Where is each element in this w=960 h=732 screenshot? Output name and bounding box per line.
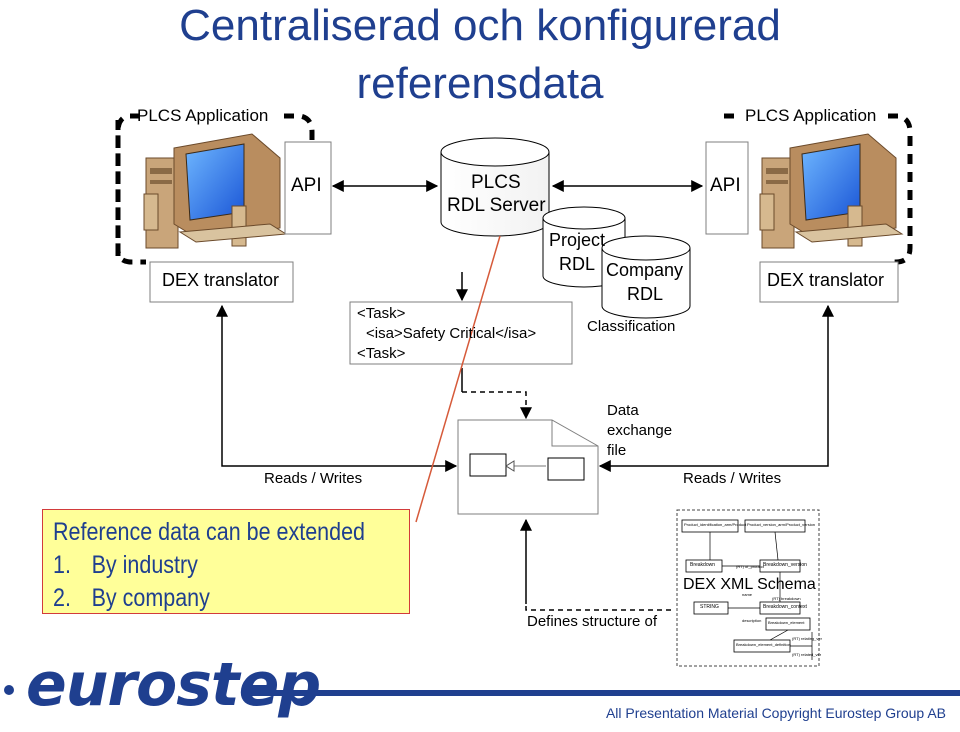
computer-icon	[143, 133, 288, 249]
database-cylinder-icon	[440, 137, 550, 237]
schema-node-4: Breakdown_version	[763, 562, 807, 568]
schema-small-label-6: (RT) related_ver	[792, 652, 822, 657]
schema-node-6: Breakdown_context	[763, 604, 807, 610]
left-api-box	[284, 141, 332, 235]
note-item-1: By industry	[91, 551, 198, 579]
right-reads-writes-label: Reads / Writes	[683, 470, 782, 487]
task-line-2: <isa>Safety Critical</isa>	[366, 325, 537, 342]
schema-diagram	[676, 509, 820, 667]
note-line-3: 2. By company	[53, 582, 351, 615]
right-api-box	[705, 141, 749, 235]
schema-title: DEX XML Schema	[683, 576, 816, 593]
note-line-2: 1. By industry	[53, 549, 351, 582]
left-api-label: API	[291, 175, 322, 196]
server-label-2: RDL Server	[447, 195, 546, 216]
data-exchange-label-3: file	[607, 442, 627, 459]
title-line-2: referensdata	[356, 59, 604, 108]
right-api-label: API	[710, 175, 741, 196]
right-app-bracket	[718, 113, 913, 265]
left-reads-writes-label: Reads / Writes	[264, 470, 363, 487]
schema-small-label-3: description	[742, 618, 762, 623]
task-line-1: <Task>	[357, 305, 406, 322]
data-exchange-label-1: Data	[607, 402, 639, 419]
schema-node-1: Product_identification_arm/Product	[684, 522, 747, 527]
left-translator-label: DEX translator	[162, 270, 280, 290]
right-translator-box	[759, 261, 899, 303]
schema-node-8: Breakdown_element_definition	[736, 642, 791, 647]
left-translator-box	[149, 261, 294, 303]
copyright-footer: All Presentation Material Copyright Euro…	[605, 705, 946, 721]
left-app-bracket	[115, 113, 315, 265]
task-line-3: <Task>	[357, 345, 406, 362]
right-reads-writes-connector	[598, 304, 834, 472]
schema-small-label-1: (RT) of_product	[736, 564, 764, 569]
company-rdl-label-1: Company	[606, 260, 684, 280]
computer-icon	[759, 133, 904, 249]
schema-node-2: Product_version_arm/Product_version	[747, 522, 816, 527]
schema-node-5: STRING	[700, 604, 719, 610]
note-item-2: By company	[91, 584, 210, 612]
server-label-1: PLCS	[471, 172, 521, 193]
project-rdl-label-1: Project	[549, 230, 606, 250]
data-exchange-label-2: exchange	[607, 422, 673, 439]
red-pointer-line	[415, 235, 501, 523]
note-number-1: 1.	[53, 551, 71, 579]
schema-small-label-4: (RT) breakdown	[772, 596, 801, 601]
schema-node-7: Breakdown_element	[768, 620, 805, 625]
schema-node-3: Breakdown	[690, 562, 716, 568]
eurostep-logo: eurostep	[26, 650, 321, 720]
note-number-2: 2.	[53, 584, 71, 612]
schema-small-label-2: name	[742, 592, 753, 597]
right-app-label: PLCS Application	[745, 106, 877, 125]
reference-data-note: Reference data can be extended 1. By indu…	[42, 509, 410, 614]
project-rdl-label-2: RDL	[559, 254, 596, 274]
right-translator-label: DEX translator	[767, 270, 885, 290]
left-app-label: PLCS Application	[137, 106, 269, 125]
logo-bar	[242, 690, 960, 696]
logo-dot	[4, 685, 14, 695]
title-line-1: Centraliserad och konfigurerad	[179, 1, 781, 50]
schema-small-label-5: (RT) relating_ver	[792, 636, 822, 641]
classification-label: Classification	[587, 318, 676, 335]
document-icon	[457, 419, 599, 515]
company-rdl-label-2: RDL	[627, 284, 664, 304]
note-line-1: Reference data can be extended	[53, 518, 365, 546]
left-reads-writes-connector	[216, 304, 458, 472]
defines-structure-label: Defines structure of	[527, 613, 658, 630]
